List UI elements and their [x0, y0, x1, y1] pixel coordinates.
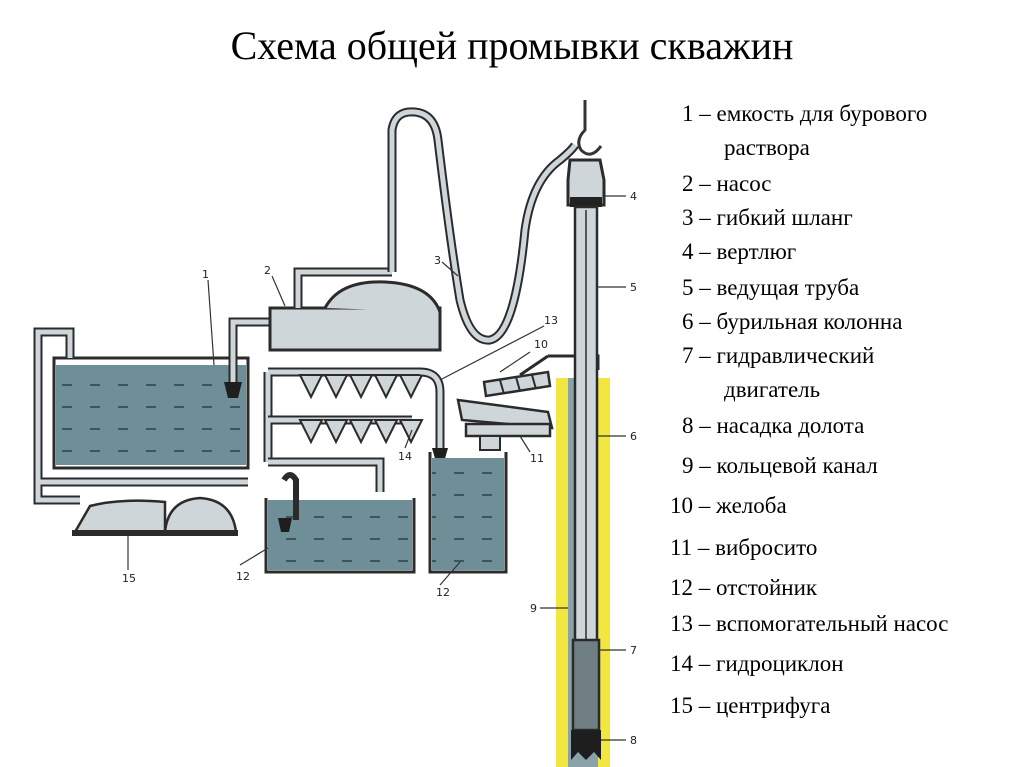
hydraulic-motor [571, 638, 601, 732]
troughs [482, 370, 552, 398]
drill-string [573, 205, 599, 649]
callout-6: 6 [630, 430, 637, 443]
callout-13: 13 [544, 314, 558, 327]
legend-item-10: 10 – желоба [670, 493, 787, 518]
callout-5: 5 [630, 281, 637, 294]
callout-4: 4 [630, 190, 637, 203]
centrifuge-line [33, 327, 248, 505]
drill-bit [571, 730, 601, 760]
shale-shaker [456, 398, 554, 451]
callout-12b: 12 [436, 586, 450, 599]
legend-item-8: 8 – насадка долота [682, 413, 865, 438]
legend-item-9: 9 – кольцевой канал [682, 453, 878, 478]
legend-item-11: 11 – вибросито [670, 535, 818, 560]
legend-item-14: 14 – гидроциклон [670, 651, 844, 676]
callout-1: 1 [202, 268, 209, 281]
legend-item-7: 7 – гидравлический [682, 343, 875, 368]
legend-item-7-cont: двигатель [724, 377, 821, 402]
callout-15: 15 [122, 572, 136, 585]
callout-9: 9 [530, 602, 537, 615]
callout-12a: 12 [236, 570, 250, 583]
callout-14: 14 [398, 450, 412, 463]
legend-item-5: 5 – ведущая труба [682, 275, 860, 300]
settling-tank-left [264, 472, 416, 574]
suction-strainer [224, 382, 242, 398]
callout-3: 3 [434, 254, 441, 267]
pump [268, 280, 442, 352]
swivel [566, 100, 606, 207]
settling-tank-right [428, 452, 508, 574]
callout-leaders [127, 195, 626, 741]
legend-item-1: 1 – емкость для бурового [682, 101, 928, 126]
legend-item-2: 2 – насос [682, 171, 772, 196]
hydrocyclones [263, 367, 424, 462]
callout-8: 8 [630, 734, 637, 747]
legend-item-6: 6 – бурильная колонна [682, 309, 903, 334]
legend-item-12: 12 – отстойник [670, 575, 818, 600]
callout-10: 10 [534, 338, 548, 351]
legend-item-4: 4 – вертлюг [682, 239, 797, 264]
page-title: Схема общей промывки скважин [230, 23, 794, 68]
centrifuge [72, 496, 238, 536]
callout-7: 7 [630, 644, 637, 657]
flexible-hose [387, 107, 579, 345]
legend-item-3: 3 – гибкий шланг [682, 205, 853, 230]
return-line [519, 354, 549, 377]
legend-item-15: 15 – центрифуга [670, 693, 831, 718]
mud-tank [52, 356, 250, 470]
auxiliary-pump-line [419, 367, 448, 462]
callout-11: 11 [530, 452, 544, 465]
callout-2: 2 [264, 264, 271, 277]
legend-item-1-cont: раствора [724, 135, 810, 160]
legend-item-13: 13 – вспомогательный насос [670, 611, 949, 636]
